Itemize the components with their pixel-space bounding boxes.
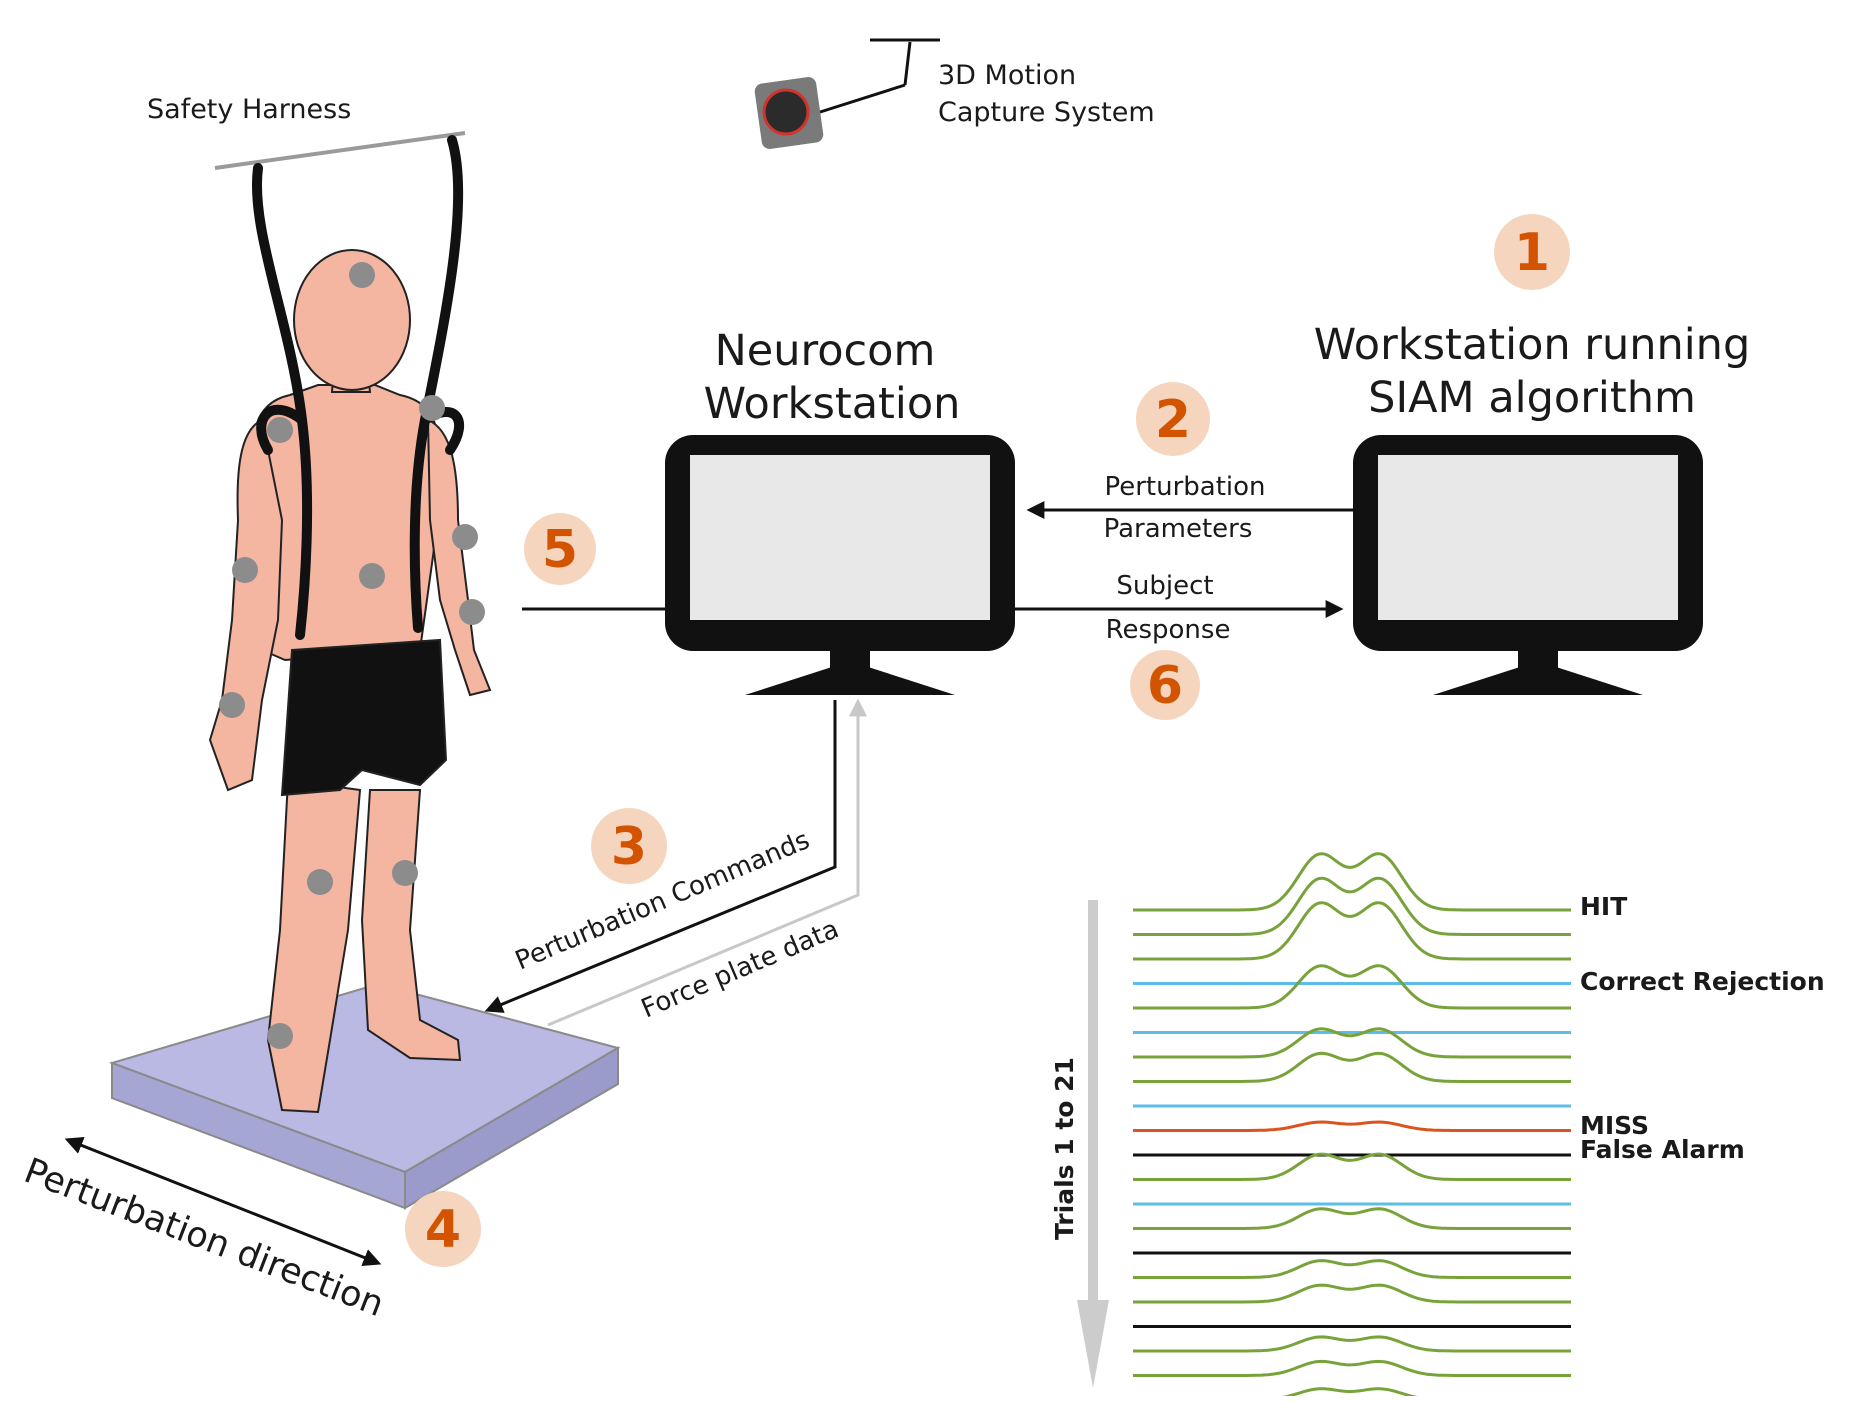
false-alarm-label: False Alarm: [1580, 1135, 1745, 1164]
svg-text:1: 1: [1514, 223, 1550, 283]
trial-trace-12: [1133, 1152, 1571, 1181]
step-badge-5: 5: [524, 513, 596, 585]
perturbation-parameters-line1: Perturbation: [1104, 472, 1265, 502]
camera-lens-icon: [762, 88, 810, 136]
correct-rejection-label: Correct Rejection: [1580, 967, 1825, 996]
force-platform: [108, 982, 621, 1210]
siam-label-line1: Workstation running: [1314, 320, 1750, 370]
trace-labels: HIT Correct Rejection MISS False Alarm: [1580, 892, 1825, 1164]
neurocom-label-line1: Neurocom: [715, 326, 936, 376]
step-badge-2: 2: [1136, 382, 1210, 456]
trial-trace-14: [1133, 1207, 1571, 1230]
trial-trace-19: [1133, 1335, 1571, 1353]
svg-text:2: 2: [1155, 390, 1191, 450]
siam-monitor: Workstation running SIAM algorithm: [1314, 320, 1750, 695]
svg-text:4: 4: [425, 1200, 461, 1260]
trial-trace-1: [1133, 852, 1571, 912]
perturbation-parameters-line2: Parameters: [1104, 514, 1253, 544]
force-plate-data-label: Force plate data: [637, 914, 843, 1024]
motion-markers: [219, 262, 485, 1049]
trial-trace-7: [1133, 1027, 1571, 1059]
step-badge-3: 3: [591, 808, 667, 884]
trial-trace-21: [1133, 1387, 1571, 1401]
subject-response-line2: Response: [1106, 615, 1231, 645]
svg-text:3: 3: [611, 817, 647, 877]
trials-axis-label: Trials 1 to 21: [1050, 1057, 1079, 1240]
motion-capture-label-line1: 3D Motion: [938, 60, 1076, 91]
motion-capture-camera: 3D Motion Capture System: [754, 38, 1155, 149]
trial-trace-16: [1133, 1259, 1571, 1279]
hit-label: HIT: [1580, 892, 1627, 921]
subject-response-line1: Subject: [1116, 571, 1213, 601]
step-badge-6: 6: [1130, 650, 1200, 720]
neurocom-monitor: Neurocom Workstation: [665, 326, 1015, 695]
motion-capture-label-line2: Capture System: [938, 97, 1155, 128]
trial-traces: [1133, 852, 1571, 1401]
subject-figure: [208, 249, 492, 1114]
step-badge-4: 4: [405, 1191, 481, 1267]
svg-text:5: 5: [542, 520, 578, 580]
siam-label-line2: SIAM algorithm: [1368, 373, 1696, 423]
trials-axis: Trials 1 to 21: [1050, 900, 1109, 1388]
svg-text:6: 6: [1147, 656, 1183, 716]
trial-trace-8: [1133, 1051, 1571, 1083]
step-badge-1: 1: [1494, 214, 1570, 290]
trial-trace-2: [1133, 876, 1571, 936]
trial-trace-10: [1133, 1120, 1571, 1132]
parameters-arrow: Perturbation Parameters: [1026, 472, 1355, 544]
force-data-arrow: Force plate data: [547, 698, 867, 1027]
miss-label: MISS: [1580, 1111, 1649, 1140]
response-arrow: Subject Response: [1015, 571, 1344, 645]
neurocom-label-line2: Workstation: [704, 379, 961, 429]
trials-down-arrow-icon: [1077, 1300, 1109, 1388]
trial-trace-20: [1133, 1359, 1571, 1377]
trial-trace-17: [1133, 1283, 1571, 1304]
trial-trace-3: [1133, 901, 1571, 961]
trial-trace-5: [1133, 964, 1571, 1010]
safety-harness: Safety Harness: [147, 94, 466, 170]
safety-harness-label: Safety Harness: [147, 94, 351, 125]
